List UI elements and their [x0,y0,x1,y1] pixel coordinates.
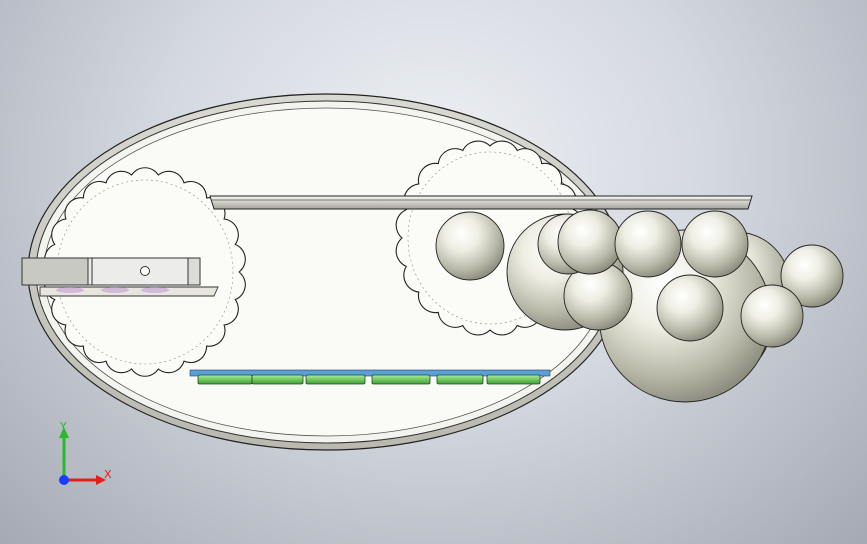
sphere [614,210,682,278]
sphere [681,210,749,278]
y-axis-label: Y [59,420,67,433]
top-rail [209,195,753,210]
x-axis-arrowhead [96,475,106,485]
green-bar [486,374,541,385]
triad-quadrant [64,458,86,480]
sphere [435,211,505,281]
scallop-inner-line [56,179,234,365]
green-bar [436,374,484,385]
coordinate-triad: Y X [59,420,112,485]
green-bar [305,374,366,385]
green-bar [251,374,304,385]
slide-handle [21,257,219,297]
sphere [656,274,724,342]
green-bar-row [189,369,551,385]
sphere [740,284,804,348]
sphere-cluster [435,209,844,403]
x-axis-label: X [104,468,112,481]
green-bar [371,374,431,385]
green-bar [197,374,253,385]
sphere [557,209,623,275]
sphere [780,244,844,308]
y-axis-arrowhead [59,427,69,438]
z-axis-dot [59,475,69,485]
